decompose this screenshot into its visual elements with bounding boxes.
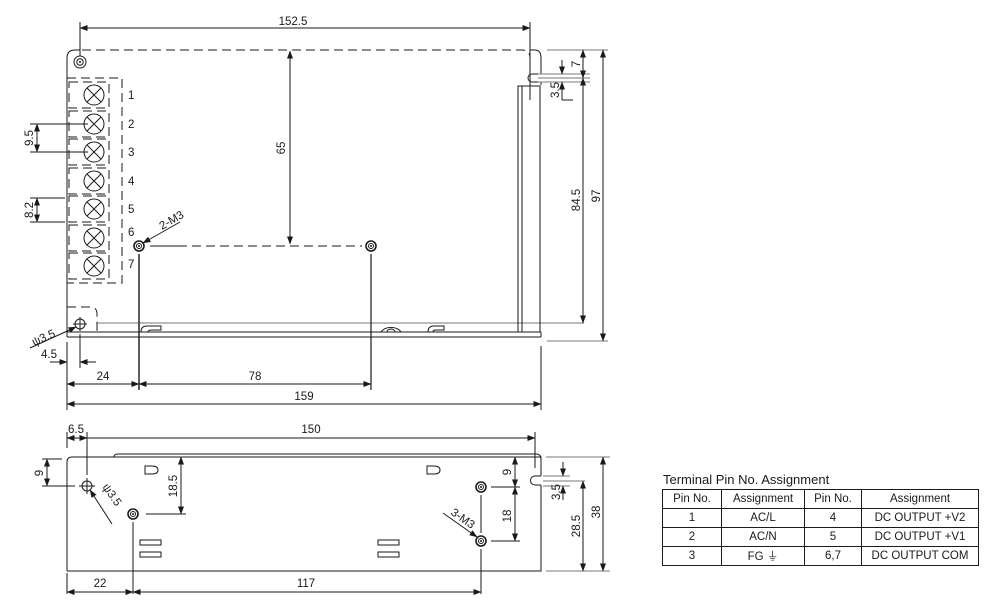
callout-psi-3-5-side: ψ3.5	[100, 482, 124, 509]
dim-6-5: 6.5	[68, 424, 84, 436]
dim-84-5: 84.5	[571, 189, 583, 211]
pin-assignment-table: Pin No. Assignment Pin No. Assignment 1 …	[662, 489, 979, 566]
pin-assignment-panel: Terminal Pin No. Assignment Pin No. Assi…	[662, 472, 979, 566]
top-view-outline	[66, 49, 80, 337]
cell-pin: 1	[662, 508, 722, 528]
terminal-block	[67, 77, 123, 284]
terminal-cell-6	[68, 224, 110, 252]
cell-assignment: DC OUTPUT +V2	[861, 508, 979, 528]
ground-hole-icon	[79, 478, 95, 494]
cell-pin: 6,7	[804, 546, 862, 566]
terminal-cell-5	[68, 195, 110, 223]
pin-label-5: 5	[128, 204, 134, 216]
table-row: 2 AC/N 5 DC OUTPUT +V1	[662, 527, 979, 547]
cell-pin: 4	[804, 508, 862, 528]
callout-3-m3: 3-M3	[448, 507, 476, 532]
dim-22: 22	[94, 578, 107, 590]
mount-hole-icon	[127, 508, 139, 520]
screw-icon	[73, 55, 87, 69]
pin-label-4: 4	[128, 176, 135, 188]
dim-18: 18	[502, 510, 514, 523]
top-view: 1 2 3 4 5 6 7 152	[24, 16, 608, 410]
cell-pin: 5	[804, 527, 862, 547]
cell-pin: 2	[662, 527, 722, 547]
cell-assignment: DC OUTPUT COM	[861, 546, 979, 566]
dim-7: 7	[571, 61, 583, 67]
pin-table-title: Terminal Pin No. Assignment	[663, 472, 830, 487]
cell-pin: 3	[662, 546, 722, 566]
terminal-cell-4	[68, 167, 110, 195]
dim-152-5: 152.5	[279, 16, 308, 28]
mount-hole-icon	[133, 240, 145, 252]
side-view: 6.5 150 9 ψ3.5 18.5 22 117 3-M3 9 18	[34, 424, 610, 595]
pin-label-2: 2	[128, 119, 134, 131]
slot-side-right	[530, 475, 541, 486]
dim-78: 78	[249, 371, 262, 383]
pin-label-7: 7	[128, 259, 134, 271]
dim-38: 38	[591, 506, 603, 519]
dim-24: 24	[97, 371, 110, 383]
mount-hole-icon	[365, 240, 377, 252]
cell-assignment: AC/L	[721, 508, 805, 528]
dim-18-5: 18.5	[168, 475, 180, 497]
dim-28-5: 28.5	[571, 515, 583, 537]
cell-assignment: DC OUTPUT +V1	[861, 527, 979, 547]
mount-hole-icon	[475, 481, 487, 493]
dim-4-5: 4.5	[41, 349, 57, 361]
terminal-cell-1	[68, 81, 110, 109]
pin-label-3: 3	[128, 147, 134, 159]
dim-9-left: 9	[34, 470, 46, 476]
mount-hole-icon	[475, 535, 487, 547]
pin-label-6: 6	[128, 227, 134, 239]
header-pin-no: Pin No.	[804, 489, 862, 509]
dim-8-2: 8.2	[24, 202, 36, 218]
header-assignment: Assignment	[721, 489, 805, 509]
dim-117: 117	[297, 578, 315, 590]
pin-label-1: 1	[128, 90, 134, 102]
table-row: 3 FG ⏚ 6,7 DC OUTPUT COM	[662, 546, 979, 566]
side-heatsink	[517, 85, 541, 333]
dim-65: 65	[276, 142, 288, 155]
dim-97: 97	[591, 190, 603, 203]
callout-2-m3: 2-M3	[158, 209, 187, 232]
terminal-cell-7	[68, 252, 110, 280]
dim-3-5-top: 3.5	[550, 82, 562, 98]
table-row: 1 AC/L 4 DC OUTPUT +V2	[662, 508, 979, 528]
table-header-row: Pin No. Assignment Pin No. Assignment	[662, 489, 979, 509]
callout-psi-3-5: ψ3.5	[30, 328, 57, 349]
cell-assignment: AC/N	[721, 527, 805, 547]
ground-hole-icon	[73, 317, 87, 331]
dim-159: 159	[294, 391, 313, 403]
dim-150: 150	[301, 424, 320, 436]
dim-9-right: 9	[502, 469, 514, 475]
dim-9-5: 9.5	[24, 130, 36, 146]
dim-3-5-side: 3.5	[551, 484, 563, 500]
header-assignment: Assignment	[861, 489, 979, 509]
cell-assignment: FG ⏚	[721, 546, 805, 566]
header-pin-no: Pin No.	[662, 489, 722, 509]
slot-top-right	[527, 73, 541, 83]
